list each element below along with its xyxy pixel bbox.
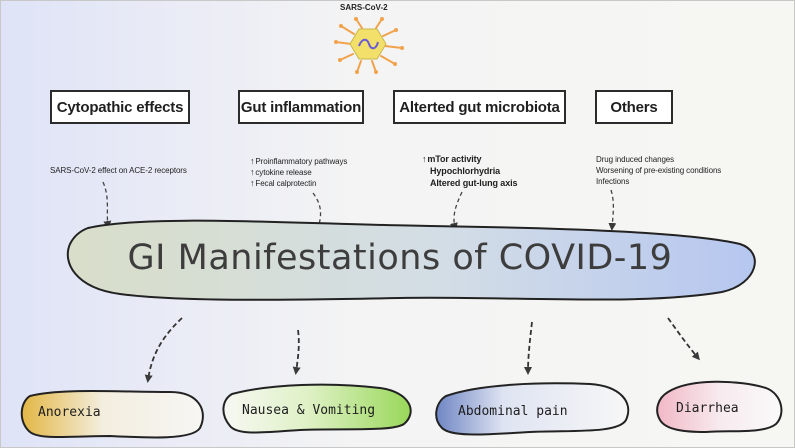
arrow-cytopathic bbox=[102, 181, 112, 229]
arrow-nausea bbox=[292, 329, 301, 375]
center-blob bbox=[66, 219, 756, 301]
outcome-label-diarrhea: Diarrhea bbox=[676, 401, 739, 416]
outcome-label-anorexia: Anorexia bbox=[38, 405, 101, 420]
outcome-arrows bbox=[144, 317, 700, 383]
arrow-microbiota bbox=[449, 191, 463, 231]
virus-icon bbox=[334, 17, 404, 74]
detail-item: ↑Proinflammatory pathways bbox=[250, 156, 348, 166]
detail-item: Drug induced changes bbox=[596, 155, 675, 164]
inflammation-details: ↑Proinflammatory pathways ↑cytokine rele… bbox=[250, 156, 347, 189]
cytopathic-detail: SARS-CoV-2 effect on ACE-2 receptors bbox=[50, 165, 187, 176]
arrow-abdominal bbox=[524, 321, 533, 375]
center-title: GI Manifestations of COVID-19 bbox=[127, 238, 673, 278]
detail-item: ↑mTor activity bbox=[422, 154, 482, 164]
microbiota-details: ↑mTor activity Hypochlorhydria Altered g… bbox=[422, 153, 518, 189]
cause-arrows bbox=[102, 181, 617, 231]
cause-box-microbiota: Alterted gut microbiota bbox=[393, 90, 566, 124]
cause-box-cytopathic: Cytopathic effects bbox=[50, 90, 190, 124]
arrow-up-icon: ↑ bbox=[250, 156, 255, 166]
virus-label: SARS-CoV-2 bbox=[340, 3, 388, 12]
arrow-up-icon: ↑ bbox=[250, 167, 255, 177]
arrow-up-icon: ↑ bbox=[422, 154, 427, 164]
detail-item: Infections bbox=[596, 177, 630, 186]
others-details: Drug induced changes Worsening of pre-ex… bbox=[596, 154, 721, 187]
arrow-inflammation bbox=[312, 192, 324, 231]
detail-item: Worsening of pre-existing conditions bbox=[596, 166, 722, 175]
outcome-label-nausea: Nausea & Vomiting bbox=[242, 403, 376, 418]
arrow-others bbox=[608, 189, 617, 231]
cause-box-others: Others bbox=[595, 90, 673, 124]
anorexia-blob bbox=[20, 390, 204, 439]
detail-item: SARS-CoV-2 effect on ACE-2 receptors bbox=[50, 166, 187, 175]
detail-item: ↑cytokine release bbox=[250, 167, 312, 177]
nausea-blob bbox=[222, 383, 412, 434]
detail-item: ↑Fecal calprotectin bbox=[250, 178, 317, 188]
abdominal-blob bbox=[435, 382, 630, 436]
arrow-diarrhea bbox=[667, 317, 700, 361]
detail-item: Hypochlorhydria bbox=[430, 166, 501, 176]
arrow-anorexia bbox=[144, 317, 183, 383]
detail-item: Altered gut-lung axis bbox=[430, 178, 518, 188]
diarrhea-blob bbox=[656, 380, 783, 434]
arrow-up-icon: ↑ bbox=[250, 178, 255, 188]
outcome-label-abdominal: Abdominal pain bbox=[458, 404, 568, 419]
cause-box-inflammation: Gut inflammation bbox=[238, 90, 364, 124]
